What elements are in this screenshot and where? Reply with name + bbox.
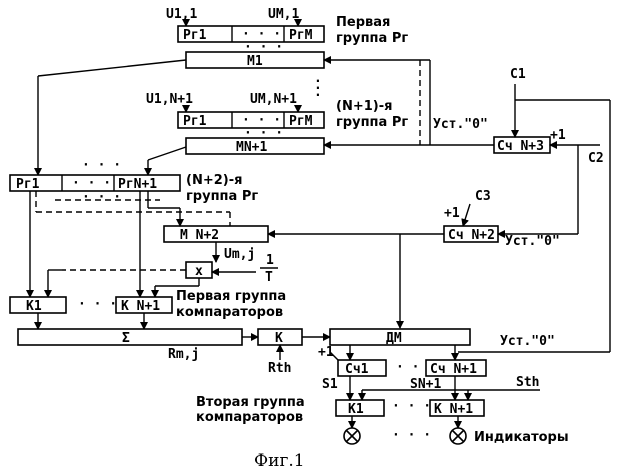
groupn2-label-1: (N+2)-я xyxy=(186,173,242,188)
comparator2-kn1-label: K N+1 xyxy=(434,402,473,417)
factor-one: 1 xyxy=(266,253,274,268)
indicator-1-icon xyxy=(344,428,360,444)
svg-text:· · ·: · · · xyxy=(392,428,431,443)
comparator2-k1-label: K1 xyxy=(348,402,364,417)
cmp2-label-1: Вторая группа xyxy=(196,395,305,410)
mux-mn1-label: MN+1 xyxy=(236,140,267,155)
comparator-k1-label: K1 xyxy=(26,299,42,314)
input-um1: UM,1 xyxy=(268,7,299,22)
register-rgm: РгM xyxy=(289,28,313,43)
input-umn1: UM,N+1 xyxy=(250,92,297,107)
svg-text:· · ·: · · · xyxy=(82,190,121,205)
groupn1-label-1: (N+1)-я xyxy=(336,99,392,114)
register-rg1: Рг1 xyxy=(183,28,207,43)
counter-n1-label: Сч N+1 xyxy=(430,362,477,377)
signal-rmj: Rm,j xyxy=(168,347,199,362)
svg-text:· · ·: · · · xyxy=(392,399,431,414)
cmp2-label-2: компараторов xyxy=(196,410,303,425)
demux-label: ДМ xyxy=(386,331,402,346)
group1-label-1: Первая xyxy=(336,15,390,30)
cmp1-label-2: компараторов xyxy=(176,305,283,320)
svg-text:· · ·: · · · xyxy=(78,297,117,312)
counter-n2-label: Сч N+2 xyxy=(448,228,495,243)
groupn2-label-2: группа Рг xyxy=(186,189,258,204)
reset-label-n2: Уст."0" xyxy=(505,234,560,249)
comparator-k-label: K xyxy=(275,331,283,346)
svg-text:· · ·: · · · xyxy=(82,158,121,173)
input-u11: U1,1 xyxy=(166,7,197,22)
cmp1-label-1: Первая группа xyxy=(176,289,286,304)
counter-n3-label: Сч N+3 xyxy=(497,139,544,154)
input-c3: C3 xyxy=(475,189,491,204)
summator-label: Σ xyxy=(122,331,130,346)
input-c2: C2 xyxy=(588,151,604,166)
summator xyxy=(18,329,242,345)
counter-1-label: Сч1 xyxy=(345,362,369,377)
register-rg1-n1: Рг1 xyxy=(183,114,207,129)
register-rg1-n2: Рг1 xyxy=(16,177,40,192)
factor-t: T xyxy=(265,270,273,285)
signal-umj: Um,j xyxy=(224,247,255,262)
figure-caption: Фиг.1 xyxy=(254,451,305,471)
input-u1n1: U1,N+1 xyxy=(146,92,193,107)
mux-m1-label: M1 xyxy=(247,54,263,69)
indicators-label: Индикаторы xyxy=(474,430,569,445)
svg-text:.: . xyxy=(314,85,322,100)
svg-text:· · ·: · · · xyxy=(72,176,111,191)
plus1-n3: +1 xyxy=(550,128,566,143)
register-rgm-n1: РгM xyxy=(289,114,313,129)
indicator-n1-icon xyxy=(450,428,466,444)
plus1-n2: +1 xyxy=(444,206,460,221)
mux-mn2-label: M N+2 xyxy=(180,228,219,243)
register-rgn1-n2: РгN+1 xyxy=(118,177,157,192)
signal-rth: Rth xyxy=(268,361,291,376)
multiplier-label: x xyxy=(195,264,203,279)
groupn1-label-2: группа Рг xyxy=(336,115,408,130)
comparator-kn1-label: K N+1 xyxy=(121,299,160,314)
input-c1: C1 xyxy=(510,67,526,82)
signal-s1: S1 xyxy=(322,377,338,392)
group1-label-2: группа Рг xyxy=(336,31,408,46)
reset-label-dm: Уст."0" xyxy=(500,334,555,349)
reset-label-n3: Уст."0" xyxy=(433,117,488,132)
signal-sth: Sth xyxy=(516,375,539,390)
